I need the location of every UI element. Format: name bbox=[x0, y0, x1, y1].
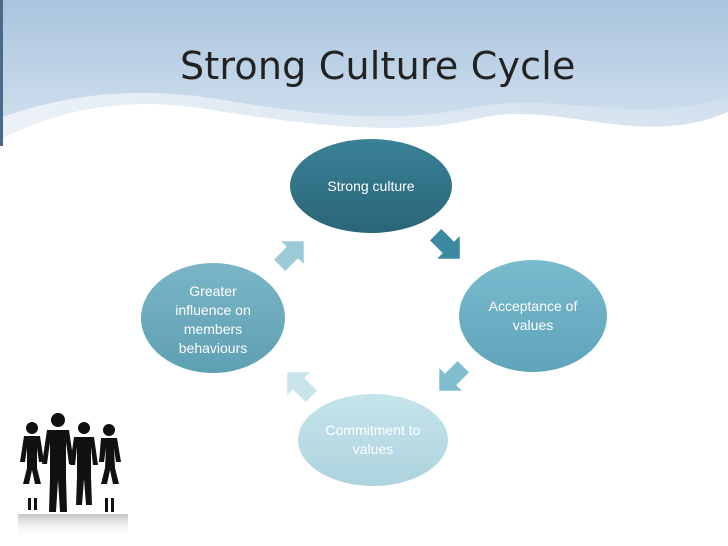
business-people-silhouette-icon bbox=[18, 413, 128, 538]
arrow-to-influence bbox=[287, 372, 317, 402]
node-acceptance-of-values bbox=[457, 258, 609, 374]
arrow-to-acceptance bbox=[430, 229, 460, 259]
arrow-to-commitment bbox=[439, 361, 469, 391]
header-wave-highlight bbox=[0, 92, 728, 140]
node-text-commitment: Commitment to values bbox=[325, 422, 421, 457]
silhouette-reflection bbox=[18, 514, 128, 538]
node-label-strong-culture: Strong culture bbox=[300, 166, 442, 206]
left-edge-line bbox=[0, 0, 3, 146]
node-label-influence: Greater influence on members behaviours bbox=[163, 282, 263, 358]
node-label-acceptance: Acceptance of values bbox=[478, 296, 588, 336]
arrow-to-strong-culture bbox=[274, 241, 304, 271]
header-wave-band bbox=[0, 0, 728, 146]
node-text-influence: Greater influence on members behaviours bbox=[175, 283, 251, 356]
node-label-commitment: Commitment to values bbox=[320, 420, 426, 460]
node-strong-culture bbox=[288, 137, 454, 235]
node-greater-influence bbox=[139, 261, 287, 375]
node-text-acceptance: Acceptance of values bbox=[488, 298, 578, 333]
node-text-strong-culture: Strong culture bbox=[327, 177, 415, 194]
node-commitment-to-values bbox=[296, 392, 450, 488]
slide-title: Strong Culture Cycle bbox=[180, 44, 576, 88]
